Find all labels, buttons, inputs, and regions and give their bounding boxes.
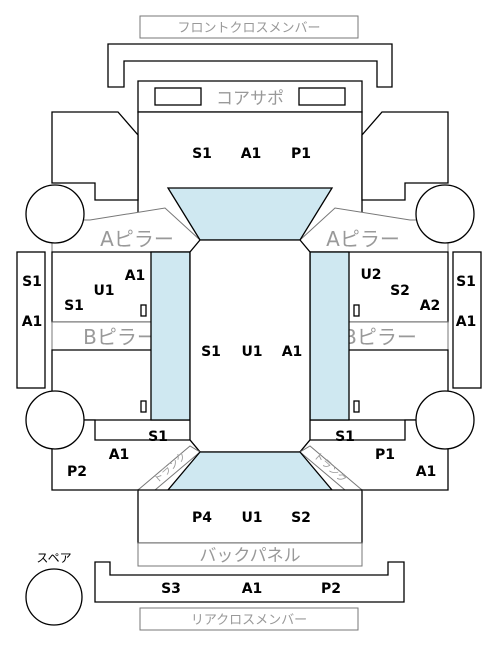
code-rear-2: U1 [241,510,262,526]
code-left-front-2: U1 [93,283,114,299]
right-side-glass [309,251,350,421]
code-right-rear-1: S1 [335,429,355,445]
core-support-left-slot [154,87,202,106]
code-right-strip-1: S1 [456,274,476,290]
core-support-right-slot [298,87,346,106]
left-side-glass [150,251,191,421]
code-right-front-1: U2 [360,267,381,283]
right-b-pillar-label: Bピラー [343,325,417,349]
rear-bumper [94,561,405,603]
code-roof-1: S1 [201,344,221,360]
code-right-front-3: A2 [420,298,441,314]
code-roof-2: U1 [241,344,262,360]
left-b-pillar-label: Bピラー [83,325,157,349]
code-left-rear-3: P2 [67,464,87,480]
right-front-fender-top [361,111,449,201]
code-rear-bumper-2: A1 [242,581,263,597]
left-front-fender-top [51,111,139,201]
left-rear-wheel [25,390,85,450]
right-rear-door-handle [353,400,360,413]
code-right-rear-3: A1 [416,464,437,480]
code-right-strip-2: A1 [456,314,477,330]
code-left-rear-1: S1 [148,429,168,445]
code-left-front-1: A1 [125,268,146,284]
code-left-strip-2: A1 [22,314,43,330]
left-front-wheel [25,184,85,244]
left-front-door-handle [140,304,147,317]
back-panel-label: バックパネル [199,546,300,566]
rear-cross-member-box [139,607,359,631]
code-right-front-2: S2 [390,283,410,299]
left-rear-door-handle [140,400,147,413]
code-rear-1: P4 [192,510,212,526]
front-cross-member-box [139,15,359,39]
code-front-2: A1 [241,146,262,162]
code-roof-3: A1 [282,344,303,360]
code-left-front-3: S1 [64,298,84,314]
front-cross-member-label: フロントクロスメンバー [177,21,320,36]
code-right-rear-2: P1 [375,447,395,463]
rear-cross-member-label: リアクロスメンバー [191,613,307,628]
spare-label: スペア [36,551,71,565]
front-bumper [107,43,393,88]
left-side-strip [16,251,46,389]
right-front-door-handle [353,304,360,317]
code-rear-bumper-3: P2 [321,581,341,597]
code-rear-bumper-1: S3 [161,581,181,597]
back-panel [137,542,363,567]
code-left-strip-1: S1 [22,274,42,290]
right-a-pillar-label: Aピラー [326,227,400,251]
code-front-1: S1 [192,146,212,162]
right-rear-wheel [415,390,475,450]
spare-tire [25,568,83,626]
code-front-3: P1 [291,146,311,162]
right-side-strip [452,251,482,389]
code-rear-3: S2 [291,510,311,526]
right-front-wheel [415,184,475,244]
core-support-label: コアサポ [216,89,284,109]
code-left-rear-2: A1 [109,447,130,463]
left-a-pillar-label: Aピラー [100,227,174,251]
